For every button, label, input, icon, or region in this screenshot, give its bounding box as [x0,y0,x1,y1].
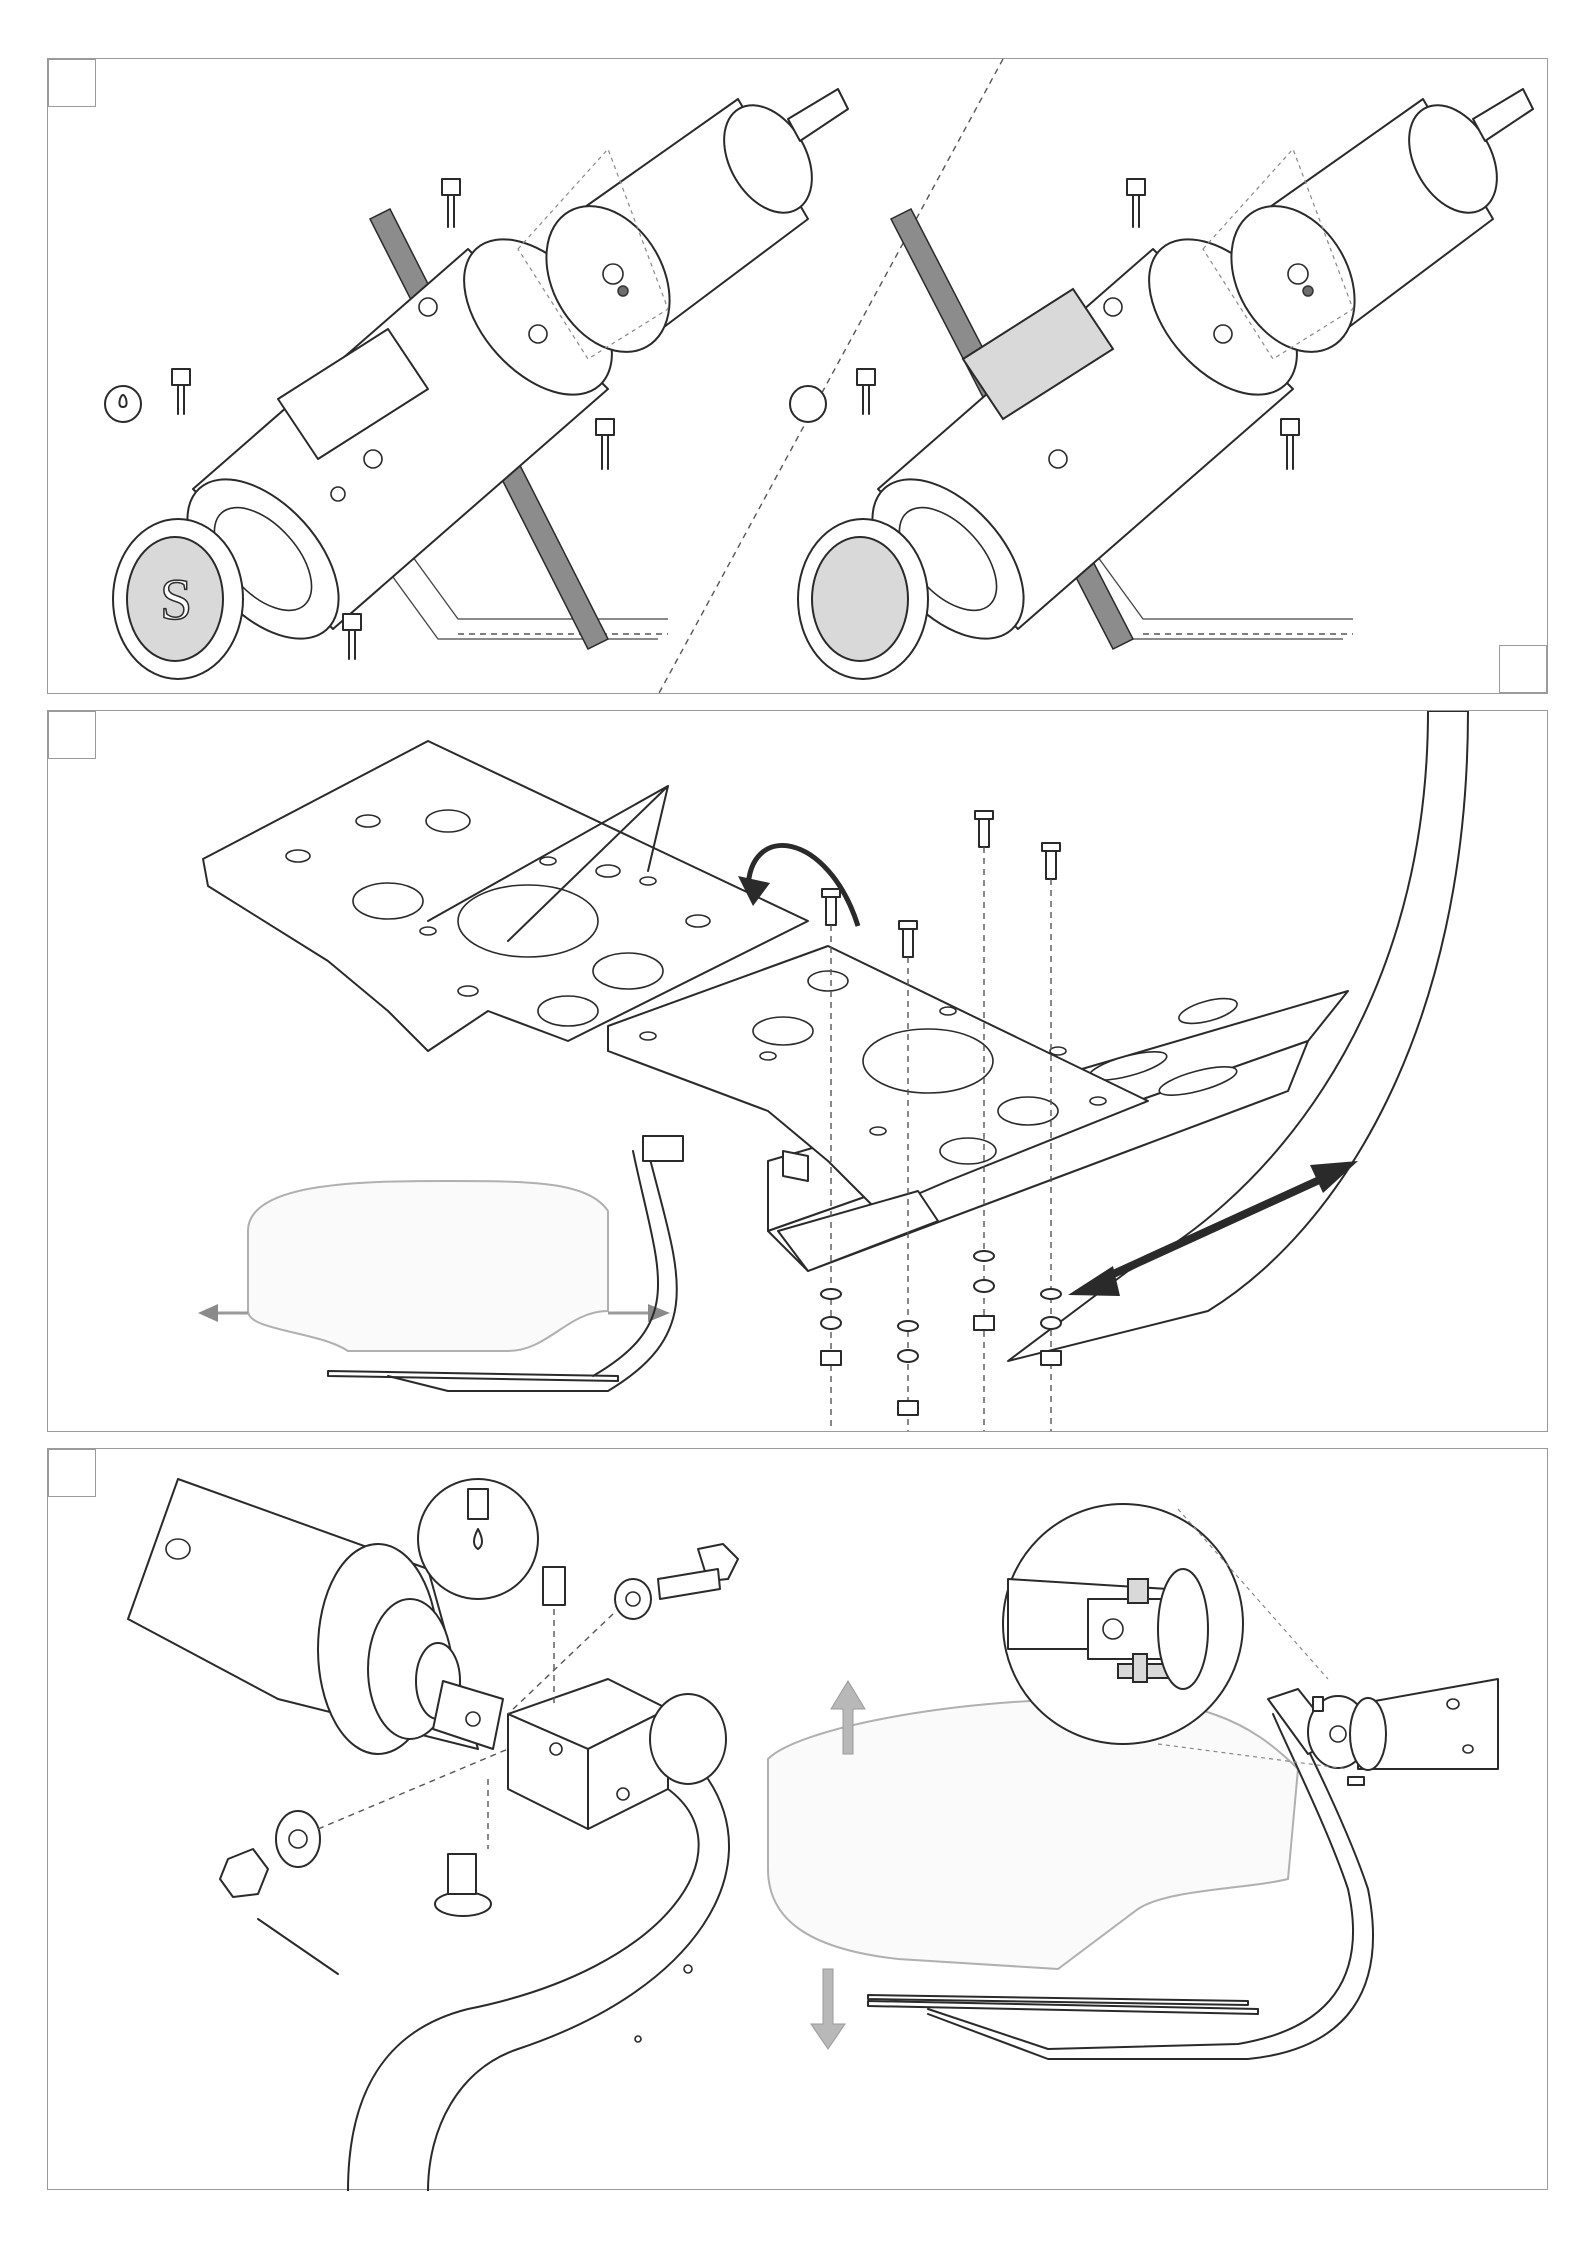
linkage-block [348,1679,729,2191]
expand-left-arrow-icon [198,1304,218,1322]
set-screw [543,1567,565,1704]
screw-icon [442,179,460,227]
thread-lock-magnifier [418,1479,538,1599]
motor-shaft [788,89,848,141]
down-arrow-icon [811,1969,845,2049]
handle-knob [650,1694,726,1784]
left-clamp-assembly: S [105,89,848,679]
right-clamp-assembly [790,89,1533,679]
screw-icon [1127,179,1145,227]
panel-1-motor-clamp-assembly: S [47,58,1548,694]
mounting-plate-installed [608,946,1148,1271]
bottom-bolt [435,1779,491,1916]
panel-1-illustration: S [48,59,1549,695]
panel-3-illustration [48,1449,1549,2191]
thread-lock-drop-icon [105,386,141,422]
screw-icon [596,419,614,469]
thread-lock-drop-icon [790,386,826,422]
screw-icon [172,369,190,414]
motor-shaft [1473,89,1533,141]
screw-icon [1281,419,1299,469]
logo-s-icon: S [160,567,192,632]
panel-3-linkage-connection [47,1448,1548,2190]
screw-icon [343,614,361,659]
seat-side-view [198,1136,683,1391]
panel-2-seat-plate-assembly [47,710,1548,1432]
washer-nut-set [821,1251,1061,1415]
screw-icon [857,369,875,414]
panel-2-illustration [48,711,1549,1433]
